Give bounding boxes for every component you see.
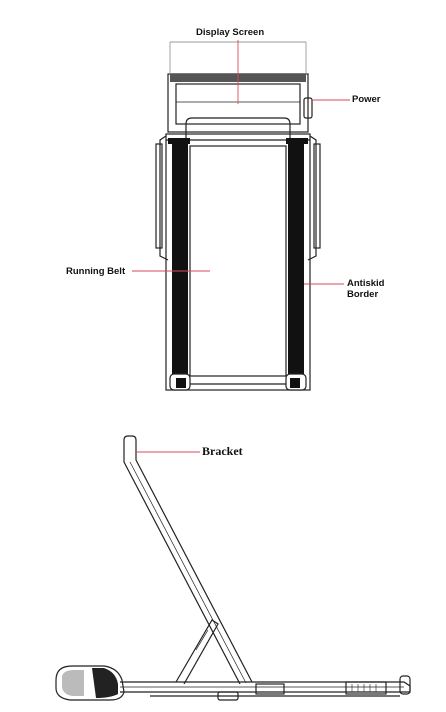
right-side-rail — [307, 135, 317, 261]
treadmill-top-view — [155, 73, 321, 391]
bracket-post-inner — [123, 446, 241, 685]
handle-loop — [185, 117, 291, 140]
strut-detail — [195, 629, 209, 651]
right-antiskid-border — [288, 140, 304, 376]
treadmill-side-view — [55, 435, 411, 701]
left-rail-bar — [155, 143, 163, 249]
motor-hood-dark — [92, 668, 118, 698]
right-rail-bar — [313, 143, 321, 249]
motor-hood-shade — [62, 670, 84, 696]
right-border-cap — [286, 138, 308, 144]
foot-block — [217, 691, 239, 701]
deck-outline — [165, 133, 311, 391]
display-screen-label: Display Screen — [196, 27, 265, 38]
running-belt — [189, 145, 287, 377]
wheel-housing — [345, 681, 387, 695]
callout-lines — [132, 40, 350, 285]
bracket-label: Bracket — [202, 444, 243, 458]
power-knob — [303, 97, 313, 119]
left-side-rail — [159, 135, 169, 261]
running-belt-label: Running Belt — [66, 266, 126, 277]
power-label: Power — [352, 94, 381, 105]
left-rear-cap-dark — [176, 378, 186, 388]
bracket-post-edge — [129, 461, 247, 684]
hinge-block — [255, 683, 285, 695]
left-border-cap — [168, 138, 190, 144]
antiskid-border-label: Antiskid Border — [347, 278, 385, 300]
right-rear-cap-dark — [290, 378, 300, 388]
left-antiskid-border — [172, 140, 188, 376]
bracket-post — [123, 435, 253, 683]
support-strut — [175, 619, 219, 685]
rear-end-cap — [399, 675, 411, 695]
motor-hood — [55, 665, 125, 701]
